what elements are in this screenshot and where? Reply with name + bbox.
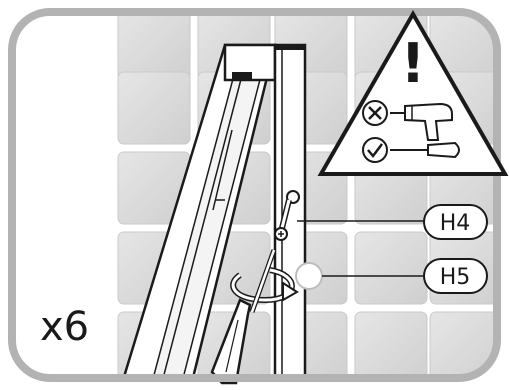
wall-tile xyxy=(118,72,190,144)
callout-h4: H4 xyxy=(424,205,487,239)
quantity-label: x6 xyxy=(40,304,89,350)
cap-h5 xyxy=(296,263,322,289)
warning-symbol: ! xyxy=(401,32,426,95)
callout-h5-label: H5 xyxy=(440,265,471,290)
wall-tile xyxy=(355,232,427,304)
wall-tile xyxy=(355,312,427,384)
wall-profile xyxy=(275,44,305,390)
wall-tile xyxy=(430,312,502,384)
wall-tile xyxy=(118,10,190,82)
callout-h5: H5 xyxy=(424,259,487,293)
callout-h4-label: H4 xyxy=(440,211,471,236)
